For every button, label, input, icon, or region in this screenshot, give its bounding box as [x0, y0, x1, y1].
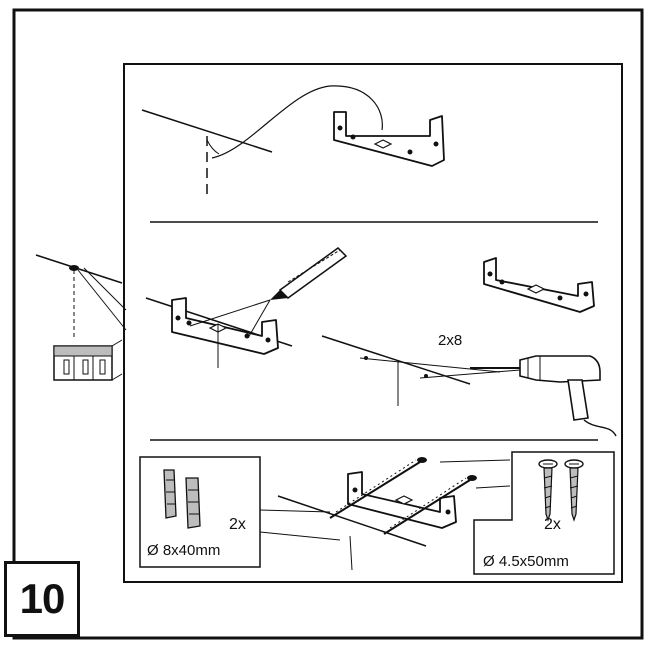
section-2-drilling	[321, 335, 521, 406]
screw-size: Ø 4.5x50mm	[483, 553, 569, 570]
wall-plug-quantity: 2x	[229, 516, 246, 533]
wall-plug-icon	[163, 469, 201, 529]
screws-inset	[473, 451, 615, 575]
screw-icon	[538, 459, 584, 522]
power-drill-icon	[470, 355, 617, 437]
bracket-top	[333, 111, 445, 167]
section-3-assembly	[259, 457, 511, 571]
step-number: 10	[4, 561, 80, 637]
overview-illustration	[35, 254, 127, 381]
drill-bit-label: 2x8	[438, 332, 463, 349]
outer-border	[12, 8, 644, 640]
wall-plug-size: Ø 8x40mm	[147, 542, 221, 559]
section-2-pencil-marking	[145, 247, 348, 368]
screw-quantity: 2x	[544, 516, 561, 533]
section-1-marking	[141, 85, 383, 200]
bracket-middle	[483, 257, 595, 313]
